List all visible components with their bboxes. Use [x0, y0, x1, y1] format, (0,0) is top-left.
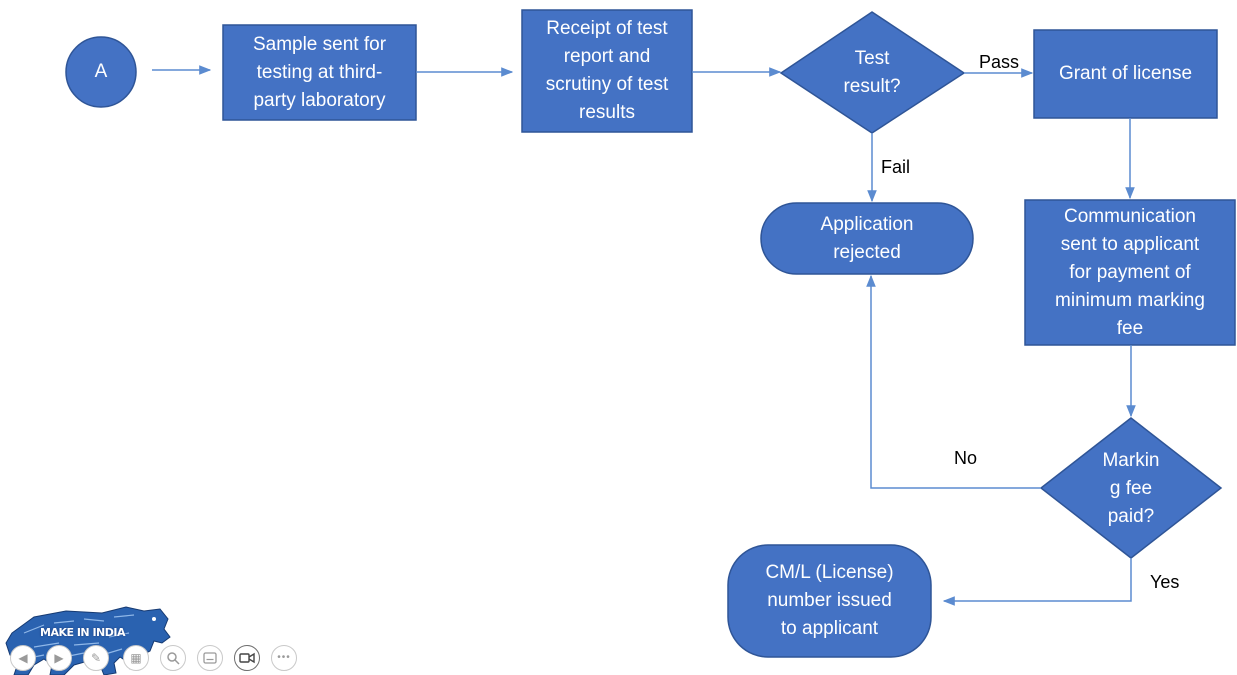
previous-button[interactable]: ◀ — [10, 645, 36, 671]
camera-icon — [239, 652, 255, 664]
start-node-shape — [65, 36, 137, 108]
slides-icon: ▦ — [130, 651, 142, 665]
rejected-node-shape — [760, 202, 974, 275]
subtitles-button[interactable] — [197, 645, 223, 671]
pass-label: Pass — [979, 52, 1020, 72]
fail-label: Fail — [881, 157, 911, 177]
communication-node-shape — [1024, 199, 1236, 346]
edge-fee-to-rejected — [866, 274, 1041, 489]
no-label: No — [954, 448, 978, 468]
zoom-icon — [167, 652, 180, 665]
previous-icon: ◀ — [18, 651, 28, 665]
receipt-node-shape — [521, 9, 693, 133]
make-in-india-logo-text: MAKE IN INDIA — [40, 626, 126, 639]
more-button[interactable]: ••• — [271, 645, 297, 671]
fee-decision-shape — [1039, 417, 1223, 559]
next-icon: ▶ — [54, 651, 64, 665]
camera-button[interactable] — [234, 645, 260, 671]
sample-node-shape — [222, 24, 417, 121]
zoom-button[interactable] — [160, 645, 186, 671]
subtitles-icon — [203, 652, 217, 664]
slides-button[interactable]: ▦ — [123, 645, 149, 671]
test-decision-shape — [779, 11, 966, 134]
next-button[interactable]: ▶ — [46, 645, 72, 671]
grant-node-shape — [1033, 29, 1218, 119]
pen-button[interactable]: ✎ — [83, 645, 109, 671]
more-icon: ••• — [277, 652, 291, 663]
pen-icon: ✎ — [90, 651, 102, 665]
issued-node-shape — [727, 544, 932, 658]
yes-label: Yes — [1150, 572, 1180, 592]
edge-fee-to-issued — [942, 558, 1132, 606]
